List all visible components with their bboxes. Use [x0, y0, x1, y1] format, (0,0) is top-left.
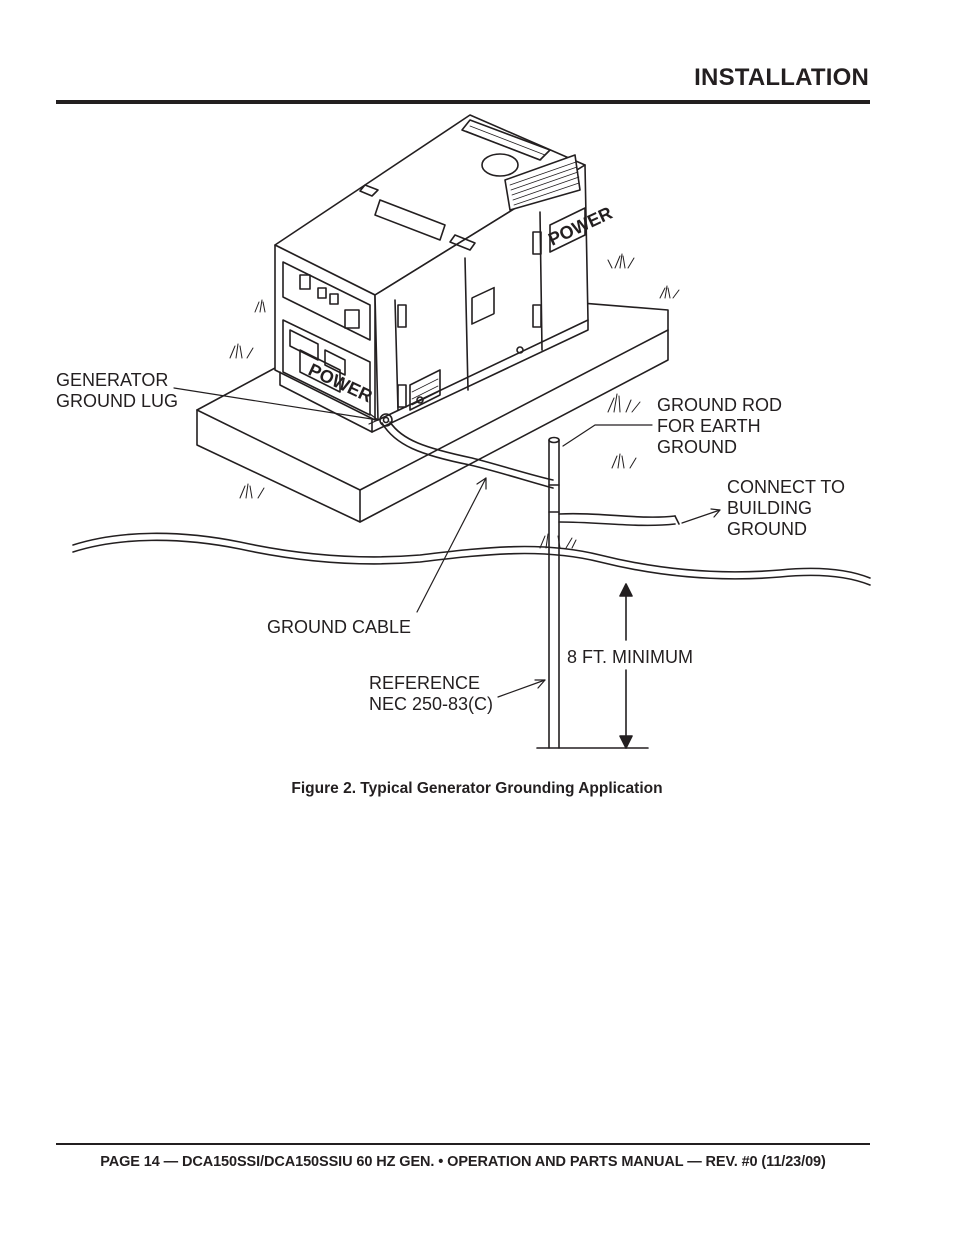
- label-ground-cable: GROUND CABLE: [267, 617, 411, 637]
- label-reference-2: NEC 250-83(C): [369, 694, 493, 714]
- label-connect-building-1: CONNECT TO: [727, 477, 845, 497]
- section-title: INSTALLATION: [694, 64, 869, 91]
- label-depth: 8 FT. MINIMUM: [567, 647, 693, 667]
- label-ground-rod-2: FOR EARTH: [657, 416, 761, 436]
- grounding-figure: POWER POWER GENERATOR GROUND LUG GROUND …: [56, 114, 871, 749]
- generator: [274, 114, 589, 433]
- footer-rule: [56, 1143, 870, 1145]
- label-ground-rod-1: GROUND ROD: [657, 395, 782, 415]
- label-generator-ground-lug-1: GENERATOR: [56, 370, 168, 390]
- ground-rod: [548, 436, 560, 749]
- ground-cable: [381, 421, 554, 489]
- label-reference-1: REFERENCE: [369, 673, 480, 693]
- depth-dimension: [536, 583, 649, 749]
- label-ground-rod-3: GROUND: [657, 437, 737, 457]
- building-ground-cable: [558, 512, 680, 527]
- leader-lines: [173, 387, 721, 698]
- label-connect-building-3: GROUND: [727, 519, 807, 539]
- figure-caption: Figure 2. Typical Generator Grounding Ap…: [291, 780, 663, 797]
- label-connect-building-2: BUILDING: [727, 498, 812, 518]
- ground-surface: [72, 532, 871, 586]
- page-footer: PAGE 14 — DCA150SSI/DCA150SSIU 60 HZ GEN…: [100, 1154, 826, 1170]
- label-generator-ground-lug-2: GROUND LUG: [56, 391, 178, 411]
- grass-tufts: [229, 253, 680, 549]
- header-rule: [56, 100, 870, 104]
